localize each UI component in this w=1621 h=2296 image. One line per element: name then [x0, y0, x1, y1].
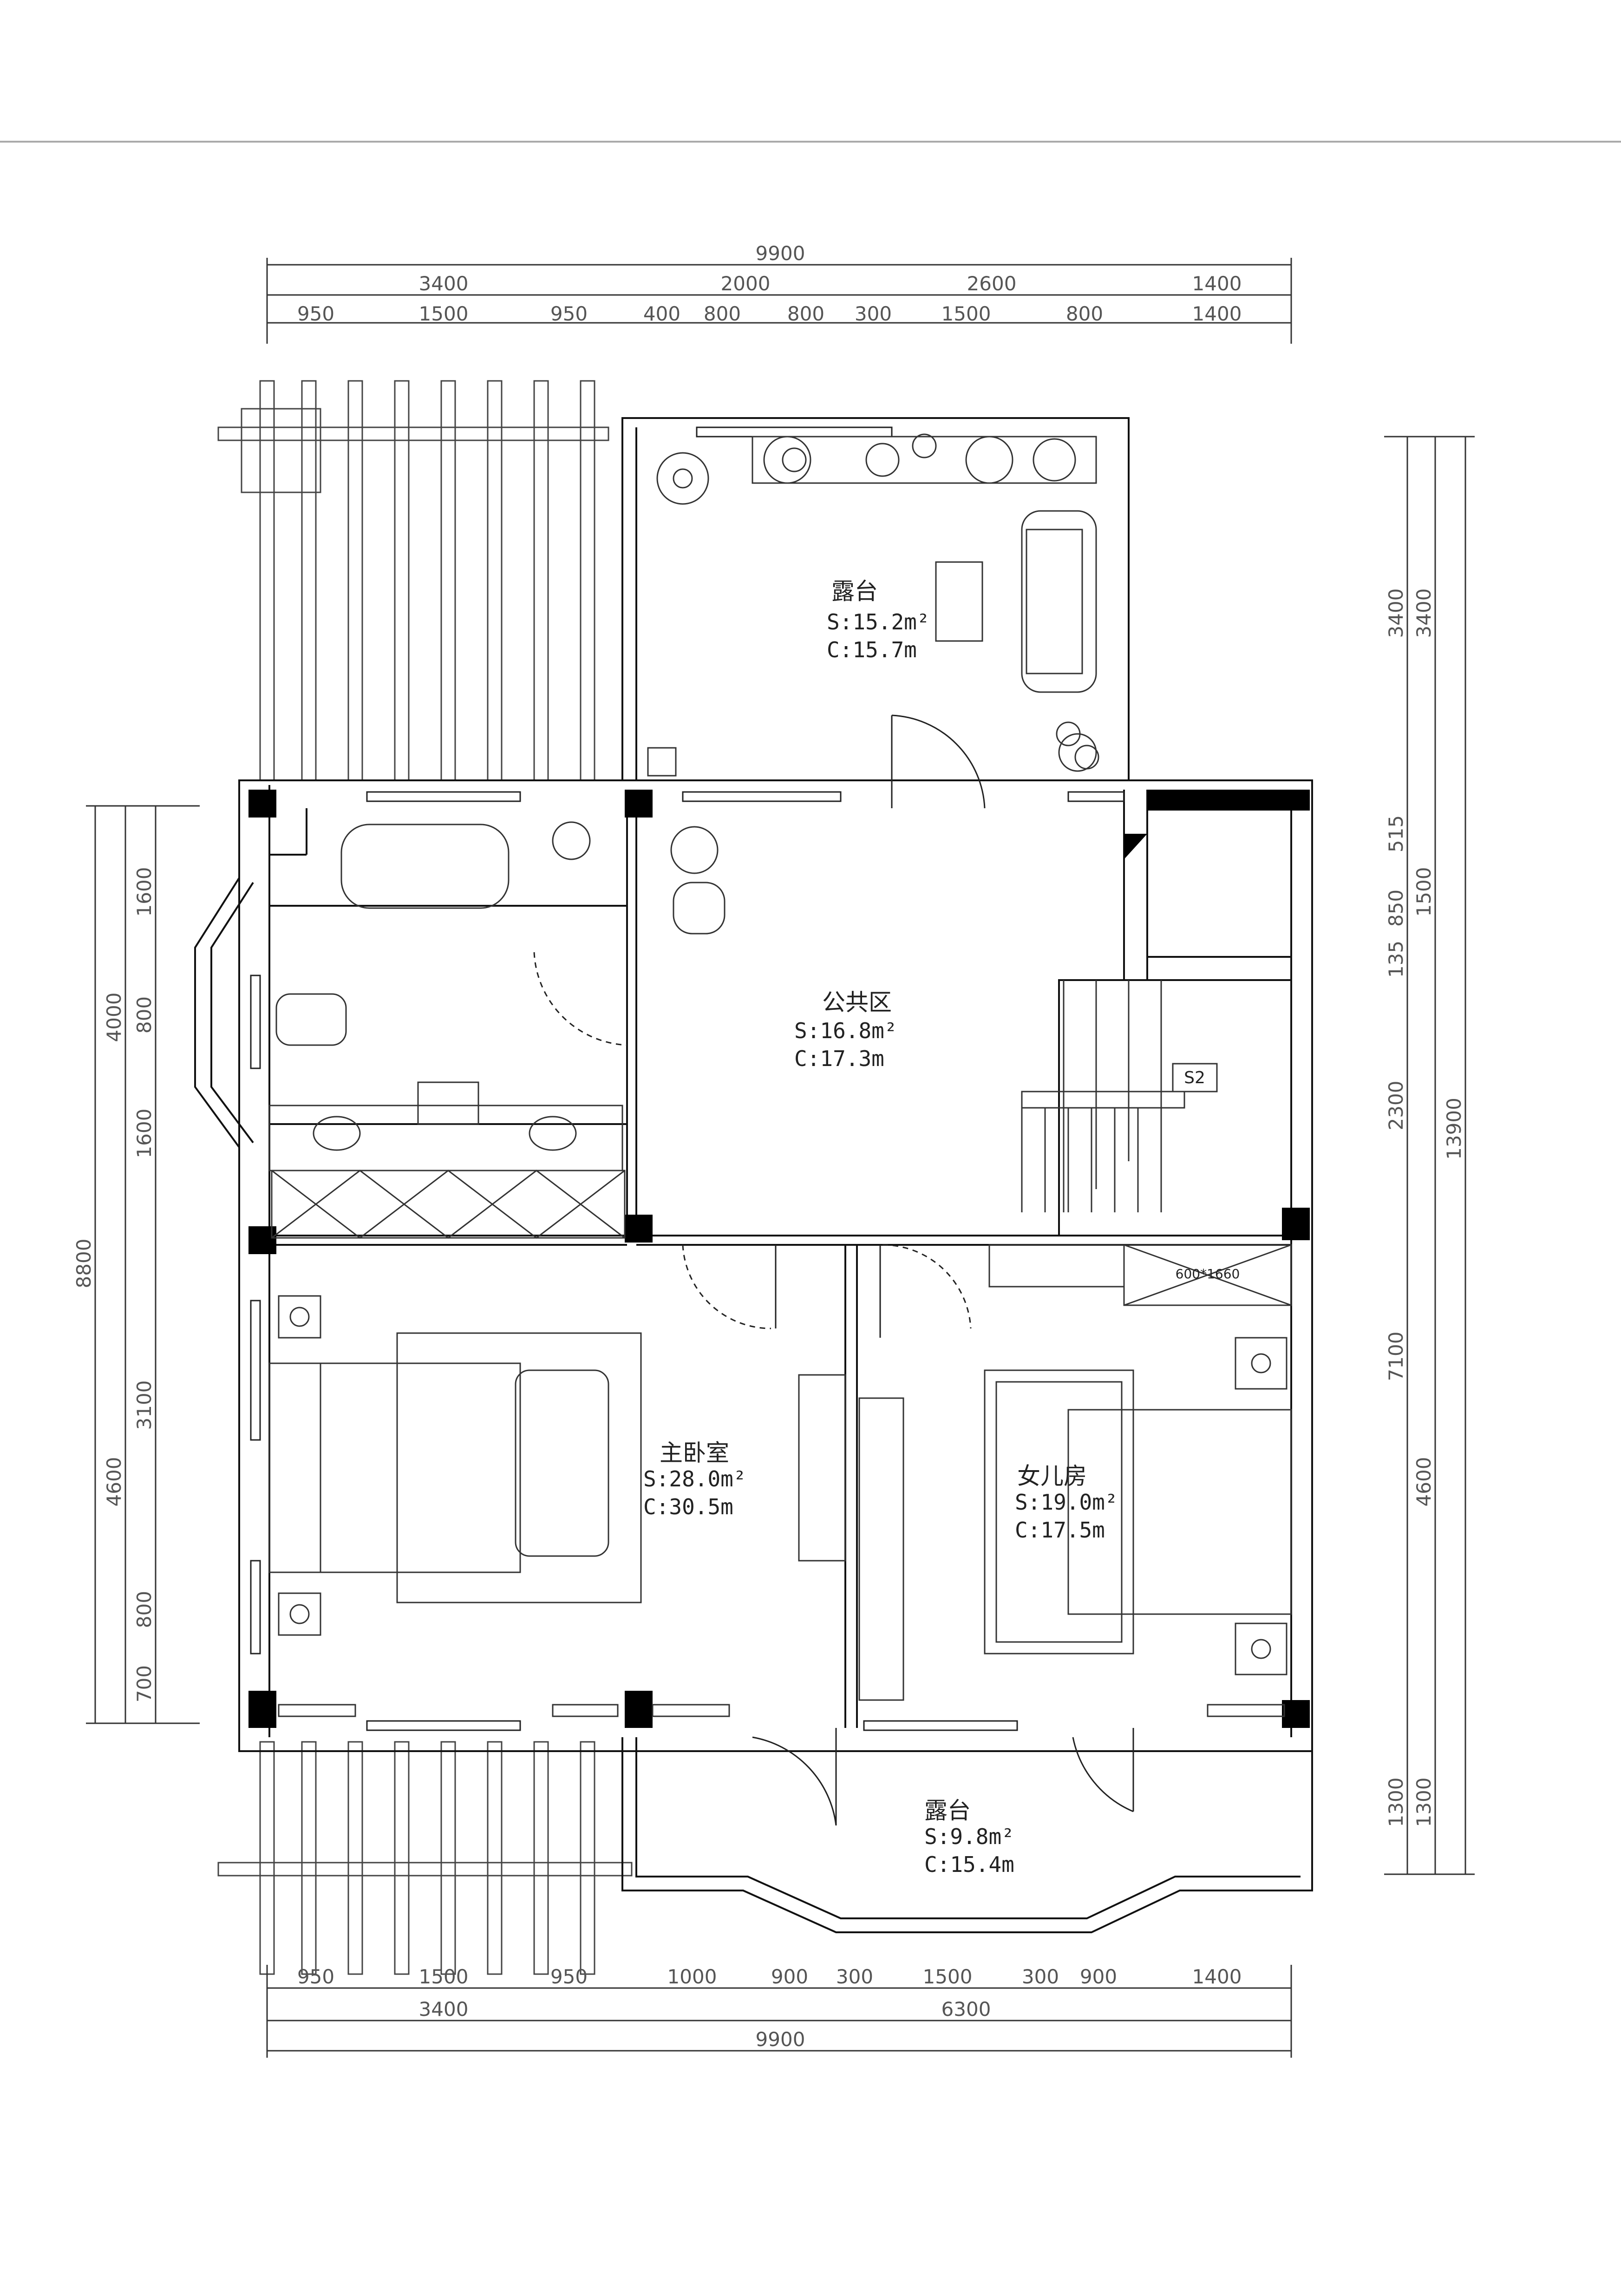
- dim-left-fine-4: 3100: [133, 1380, 156, 1430]
- room-name: 露台: [924, 1797, 971, 1824]
- dim-bottom-fine-8: 300: [1022, 1965, 1059, 1988]
- room-area: S:16.8m²: [794, 1018, 897, 1043]
- dim-right-fine-3: 850: [1385, 890, 1407, 927]
- dim-top-mid-1: 3400: [419, 272, 469, 295]
- dim-bottom-fine-1: 950: [297, 1965, 334, 1988]
- dim-right-mid-4: 1300: [1412, 1778, 1435, 1827]
- dim-top-fine-6: 800: [787, 302, 824, 325]
- room-area: S:28.0m²: [643, 1466, 746, 1491]
- dim-right-fine-2: 515: [1385, 815, 1407, 852]
- room-master-bedroom: 主卧室 S:28.0m² C:30.5m: [643, 1439, 746, 1519]
- room-terrace-south: 露台 S:9.8m² C:15.4m: [924, 1797, 1014, 1877]
- dim-bottom-fine-7: 1500: [923, 1965, 973, 1988]
- dim-bottom-total: 9900: [756, 2028, 805, 2051]
- dim-left-fine-5: 800: [133, 1591, 156, 1628]
- room-area: S:9.8m²: [924, 1824, 1014, 1849]
- room-perimeter: C:17.5m: [1015, 1518, 1105, 1543]
- dim-bottom-fine-6: 300: [836, 1965, 873, 1988]
- room-name: 女儿房: [1017, 1463, 1087, 1490]
- windows: [250, 426, 1125, 1731]
- room-name: 露台: [831, 578, 878, 605]
- room-perimeter: C:15.7m: [827, 637, 917, 662]
- dim-top-total: 9900: [756, 242, 805, 265]
- dim-left-mid-1: 4000: [103, 993, 125, 1042]
- dim-right-fine-4: 135: [1385, 941, 1407, 978]
- dim-top-fine-7: 300: [855, 302, 892, 325]
- dim-bottom-fine-2: 1500: [419, 1965, 469, 1988]
- dim-left-mid-2: 4600: [103, 1457, 125, 1507]
- dim-top-mid-3: 2600: [967, 272, 1017, 295]
- dim-bottom-mid-2: 6300: [941, 1998, 991, 2021]
- dimensions-top: 9900 3400 2000 2600 1400 950 1500 950 40…: [266, 242, 1292, 344]
- dim-left-total: 8800: [72, 1239, 95, 1289]
- dim-top-fine-1: 950: [297, 302, 334, 325]
- room-perimeter: C:17.3m: [794, 1046, 884, 1071]
- dim-top-fine-2: 1500: [419, 302, 469, 325]
- dim-top-fine-8: 1500: [941, 302, 991, 325]
- room-area: S:19.0m²: [1015, 1490, 1118, 1515]
- dim-right-mid-2: 1500: [1412, 867, 1435, 917]
- pergola-south: [217, 1741, 633, 1975]
- dimensions-right: 3400 515 850 135 2300 7100 1300 3400 150…: [1384, 436, 1475, 1875]
- dim-left-fine-1: 1600: [133, 867, 156, 917]
- cabinet-label: 600*1660: [1176, 1266, 1240, 1282]
- dim-right-mid-3: 4600: [1412, 1457, 1435, 1507]
- room-public-area: 公共区 S:16.8m² C:17.3m: [794, 989, 897, 1071]
- dim-left-fine-2: 800: [133, 996, 156, 1034]
- dim-top-fine-3: 950: [550, 302, 588, 325]
- dim-right-total: 13900: [1443, 1098, 1465, 1160]
- room-perimeter: C:15.4m: [924, 1852, 1014, 1877]
- room-name: 公共区: [822, 989, 892, 1016]
- dim-right-mid-1: 3400: [1412, 589, 1435, 638]
- doors: [533, 714, 1134, 1826]
- dim-right-fine-5: 2300: [1385, 1081, 1407, 1131]
- room-name: 主卧室: [660, 1439, 729, 1466]
- dim-bottom-mid-1: 3400: [419, 1998, 469, 2021]
- dim-top-fine-5: 800: [704, 302, 741, 325]
- dim-bottom-fine-4: 1000: [667, 1965, 717, 1988]
- dim-right-fine-6: 7100: [1385, 1332, 1407, 1381]
- dim-left-fine-6: 700: [133, 1665, 156, 1702]
- room-area: S:15.2m²: [827, 609, 930, 635]
- dim-top-mid-2: 2000: [721, 272, 771, 295]
- structural-columns: [248, 790, 1310, 1728]
- room-daughter-room: 女儿房 S:19.0m² C:17.5m: [1015, 1463, 1118, 1543]
- dimensions-bottom: 950 1500 950 1000 900 300 1500 300 900 1…: [266, 1965, 1292, 2058]
- dim-bottom-fine-3: 950: [550, 1965, 588, 1988]
- dim-bottom-fine-9: 900: [1080, 1965, 1117, 1988]
- dim-right-fine-7: 1300: [1385, 1778, 1407, 1827]
- dim-top-fine-10: 1400: [1192, 302, 1242, 325]
- dim-top-fine-4: 400: [643, 302, 680, 325]
- dimensions-left: 1600 800 1600 3100 800 700 4000 4600 880…: [72, 805, 200, 1724]
- furniture: [268, 433, 1292, 1717]
- pergola-north: [217, 380, 609, 781]
- dim-bottom-fine-10: 1400: [1192, 1965, 1242, 1988]
- stair-label: S2: [1184, 1068, 1205, 1087]
- dim-top-fine-9: 800: [1066, 302, 1103, 325]
- dim-top-mid-4: 1400: [1192, 272, 1242, 295]
- dim-right-fine-1: 3400: [1385, 589, 1407, 638]
- room-terrace-north: 露台 S:15.2m² C:15.7m: [827, 578, 930, 662]
- room-perimeter: C:30.5m: [643, 1494, 733, 1519]
- dim-bottom-fine-5: 900: [771, 1965, 808, 1988]
- dim-left-fine-3: 1600: [133, 1109, 156, 1158]
